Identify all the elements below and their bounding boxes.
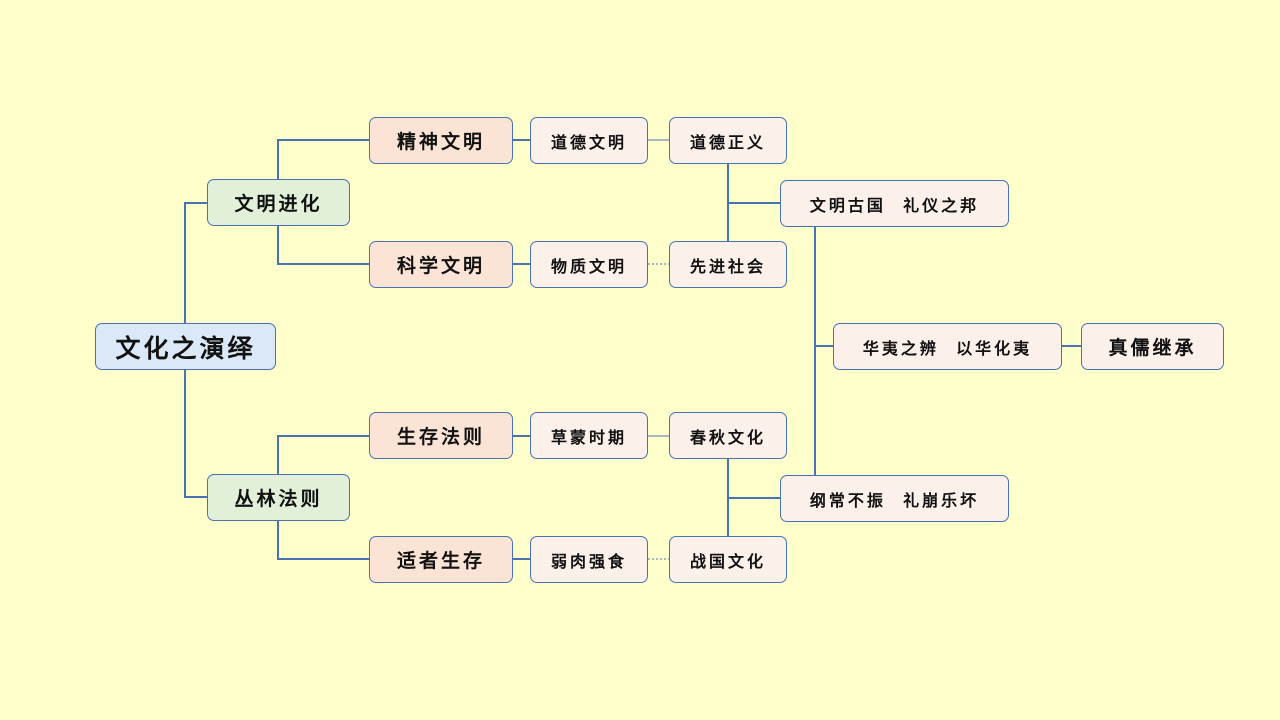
node-ancient-nation[interactable]: 文明古国 礼仪之邦 <box>780 180 1009 227</box>
node-survival-fittest[interactable]: 适者生存 <box>369 536 513 583</box>
connector-outcomes <box>814 227 833 475</box>
node-true-confucian[interactable]: 真儒继承 <box>1081 323 1224 370</box>
node-material-civilization[interactable]: 物质文明 <box>530 241 648 288</box>
node-scientific-civilization[interactable]: 科学文明 <box>369 241 513 288</box>
node-warring-states-culture[interactable]: 战国文化 <box>669 536 787 583</box>
node-survival-law[interactable]: 生存法则 <box>369 412 513 459</box>
node-primitive-period[interactable]: 草蒙时期 <box>530 412 648 459</box>
node-moral-justice[interactable]: 道德正义 <box>669 117 787 164</box>
node-civilization-evolution[interactable]: 文明进化 <box>207 179 350 226</box>
node-law-of-jungle-prey[interactable]: 弱肉强食 <box>530 536 648 583</box>
node-hua-yi-distinction[interactable]: 华夷之辨 以华化夷 <box>833 323 1062 370</box>
root-node[interactable]: 文化之演绎 <box>95 323 276 370</box>
node-advanced-society[interactable]: 先进社会 <box>669 241 787 288</box>
node-moral-civilization[interactable]: 道德文明 <box>530 117 648 164</box>
connector-bottom-merge <box>727 459 780 536</box>
node-spiritual-civilization[interactable]: 精神文明 <box>369 117 513 164</box>
node-decline[interactable]: 纲常不振 礼崩乐坏 <box>780 475 1009 522</box>
node-jungle-law[interactable]: 丛林法则 <box>207 474 350 521</box>
connector-top-merge <box>727 164 780 241</box>
node-spring-autumn-culture[interactable]: 春秋文化 <box>669 412 787 459</box>
